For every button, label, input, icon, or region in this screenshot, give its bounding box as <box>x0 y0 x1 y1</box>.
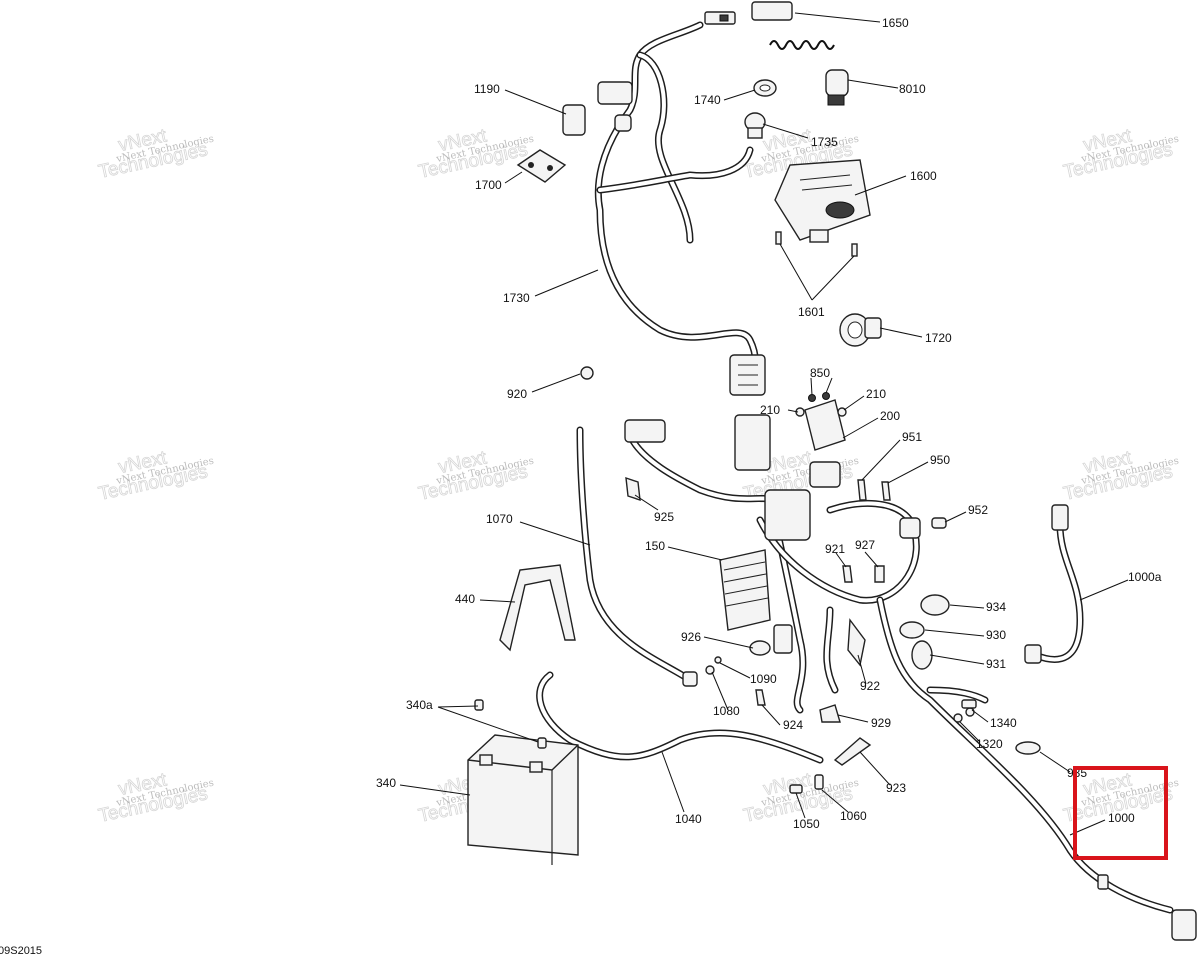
screws-1601 <box>775 231 858 257</box>
connector-1000-end <box>1097 874 1197 941</box>
callout-1090: 1090 <box>750 672 777 686</box>
sensor-1190 <box>562 81 633 136</box>
callout-1700: 1700 <box>475 178 502 192</box>
callout-1000: 1000 <box>1108 811 1135 825</box>
callout-1650: 1650 <box>882 16 909 30</box>
tie-923 <box>833 737 872 766</box>
callout-1050: 1050 <box>793 817 820 831</box>
connector-925 <box>624 419 666 443</box>
callout-950: 950 <box>930 453 950 467</box>
tie-929 <box>819 704 841 723</box>
callout-952: 952 <box>968 503 988 517</box>
tie-924 <box>755 689 766 706</box>
relay-200 <box>795 392 847 451</box>
tie-922 <box>847 618 866 667</box>
module-1600 <box>774 159 871 243</box>
callout-931: 931 <box>986 657 1006 671</box>
callout-1730: 1730 <box>503 291 530 305</box>
leader-lines <box>399 12 1129 836</box>
callout-1340: 1340 <box>990 716 1017 730</box>
drawing-code: 09S2015 <box>0 945 42 957</box>
ties-951-950 <box>857 479 891 501</box>
highlight-box-1000[interactable] <box>1073 766 1168 860</box>
callout-1040: 1040 <box>675 812 702 826</box>
regulator-150 <box>719 549 771 631</box>
connector-952 <box>899 517 947 539</box>
bracket-1700 <box>516 149 567 183</box>
callout-921: 921 <box>825 542 845 556</box>
fuse-box <box>734 414 841 541</box>
cable-1070 <box>576 426 694 684</box>
connector-1000a <box>1024 504 1069 664</box>
callout-934: 934 <box>986 600 1006 614</box>
tie-925 <box>625 476 641 502</box>
callout-926: 926 <box>681 630 701 644</box>
callout-210-right: 210 <box>866 387 886 401</box>
callout-1000a: 1000a <box>1128 570 1162 584</box>
callout-929: 929 <box>871 716 891 730</box>
callout-1060: 1060 <box>840 809 867 823</box>
clip-926 <box>749 624 793 656</box>
battery-340 <box>467 734 579 865</box>
connector-1730-end <box>729 354 766 396</box>
harness-1000a <box>1031 521 1084 663</box>
seals-934-930-931 <box>899 594 950 670</box>
clip-935 <box>1015 741 1041 755</box>
callout-1080: 1080 <box>713 704 740 718</box>
clip-920 <box>580 366 594 380</box>
ties-921-927 <box>842 565 885 583</box>
cable-1040 <box>536 671 824 764</box>
plug-1720 <box>839 313 882 347</box>
callout-1601: 1601 <box>798 305 825 319</box>
callout-1740: 1740 <box>694 93 721 107</box>
callout-labels: 1650 8010 1190 1740 1735 1700 1600 1730 … <box>376 16 1162 831</box>
callout-927: 927 <box>855 538 875 552</box>
watermarks: Technologies vNext Technologies vNext Te… <box>96 125 1180 827</box>
grommet-1740 <box>753 79 777 97</box>
callout-920: 920 <box>507 387 527 401</box>
callout-200: 200 <box>880 409 900 423</box>
callout-340a: 340a <box>406 698 433 712</box>
callout-340: 340 <box>376 776 396 790</box>
strap-440 <box>499 564 576 652</box>
harness-1730 <box>594 21 759 394</box>
callout-150: 150 <box>645 539 665 553</box>
callout-1600: 1600 <box>910 169 937 183</box>
callout-1720: 1720 <box>925 331 952 345</box>
callout-850: 850 <box>810 366 830 380</box>
callout-930: 930 <box>986 628 1006 642</box>
switch-1735 <box>744 112 766 139</box>
callout-924: 924 <box>783 718 803 732</box>
hardware-1320-1340 <box>953 699 977 723</box>
coil-cable-8010 <box>769 40 849 106</box>
bolt-340a <box>474 699 547 749</box>
callout-925: 925 <box>654 510 674 524</box>
callout-440: 440 <box>455 592 475 606</box>
callout-210-left: 210 <box>760 403 780 417</box>
callout-1320: 1320 <box>976 737 1003 751</box>
callout-922: 922 <box>860 679 880 693</box>
connector-1650 <box>704 1 793 25</box>
callout-923: 923 <box>886 781 906 795</box>
callout-8010: 8010 <box>899 82 926 96</box>
hardware-1090-1080 <box>682 656 722 687</box>
callout-951: 951 <box>902 430 922 444</box>
callout-1735: 1735 <box>811 135 838 149</box>
callout-1070: 1070 <box>486 512 513 526</box>
callout-1190: 1190 <box>474 82 500 96</box>
